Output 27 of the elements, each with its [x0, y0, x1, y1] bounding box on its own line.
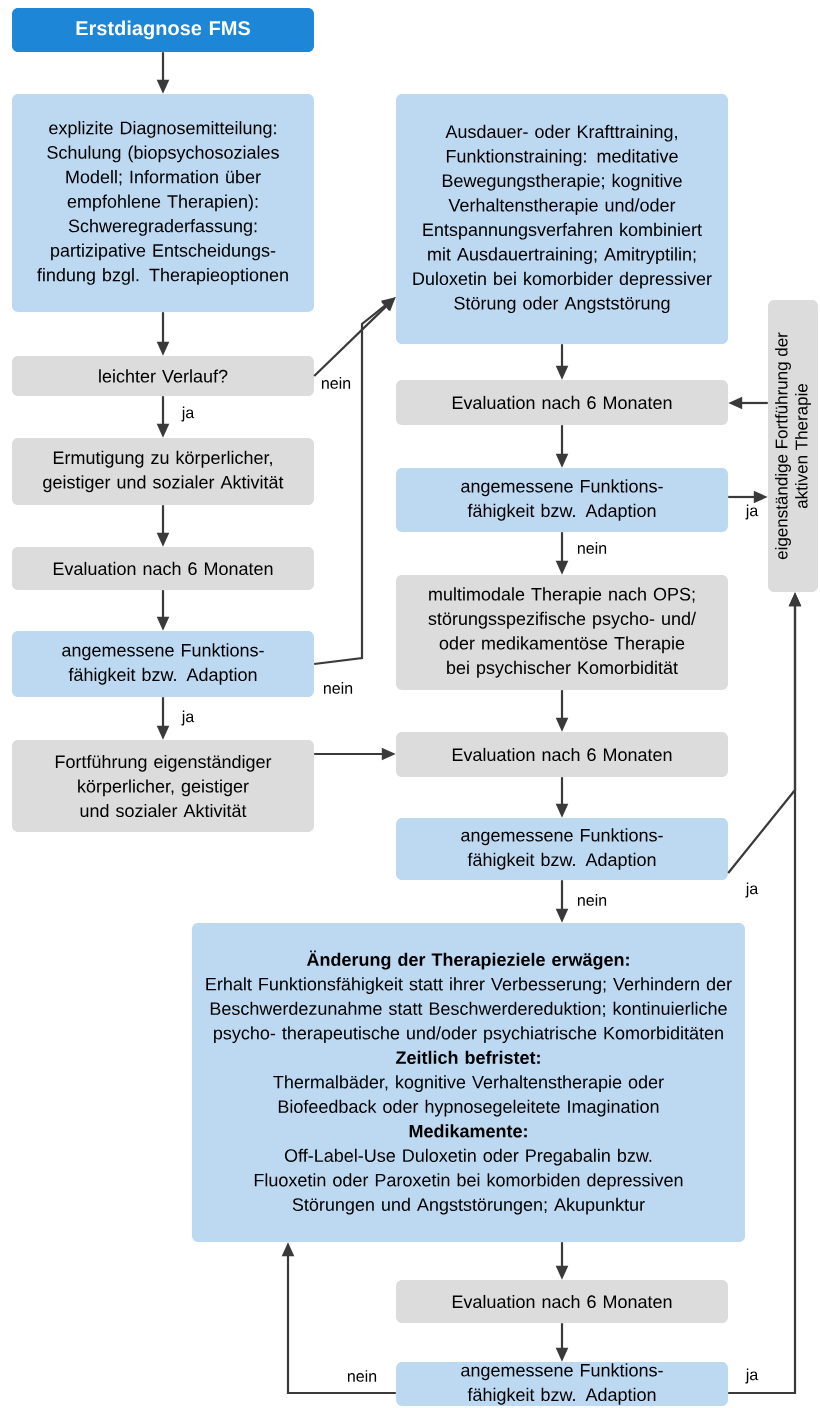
process-box: angemessene Funktions- fähigkeit bzw. Adaption — [396, 468, 728, 532]
edge-label: ja — [744, 503, 760, 521]
process-box: Evaluation nach 6 Monaten — [396, 732, 728, 777]
edge-label: ja — [744, 881, 760, 899]
edge-label: ja — [180, 709, 196, 727]
process-box: explizite Diagnosemitteilung: Schulung (biopsychosoziales Modell; Information über empfohlene Therapien): Schweregraderfassung: partizipative Entscheidungs- findung bzgl. Therapieoptionen — [12, 94, 314, 312]
process-box: Evaluation nach 6 Monaten — [396, 1280, 728, 1323]
side-box: eigenständige Fortführung der aktiven Therapie — [768, 300, 818, 592]
edge-label: nein — [321, 681, 355, 695]
edge-label: nein — [575, 893, 609, 907]
process-box: Evaluation nach 6 Monaten — [12, 547, 314, 590]
process-box: angemessene Funktions- fähigkeit bzw. Adaption — [396, 818, 728, 880]
process-box: Ausdauer- oder Krafttraining, Funktionstraining: meditative Bewegungstherapie; kognitive Verhaltenstherapie und/oder Entspannungsverfahren kombiniert mit Ausdauertraining; Amitryptilin; Duloxetin bei komorbider depressiver Störung oder Angststörung — [396, 94, 728, 344]
process-box: Fortführung eigenständiger körperlicher, geistiger und sozialer Aktivität — [12, 740, 314, 832]
process-box: Änderung der Therapieziele erwägen: Erhalt Funktionsfähigkeit statt ihrer Verbesserung; Verhindern der Beschwerdezunahme statt Beschwerdereduktion; kontinuierliche psycho- therapeutische und/oder psychiatrische Komorbiditäten Zeitlich befristet: Thermalbäder, kognitive Verhaltenstherapie oder Biofeedback oder hypnosegeleitete Imagination Medikamente: Off-Label-Use Duloxetin oder Pregabalin bzw. Fluoxetin oder Paroxetin bei komorbiden depressiven Störungen und Angststörungen; Akupunktur — [192, 923, 745, 1242]
edge-label: nein — [575, 541, 609, 555]
process-box: multimodale Therapie nach OPS; störungsspezifische psycho- und/ oder medikamentöse Therapie bei psychischer Komorbidität — [396, 575, 728, 690]
process-box: angemessene Funktions- fähigkeit bzw. Adaption — [12, 631, 314, 697]
edge-label: nein — [345, 1369, 379, 1383]
start-box: Erstdiagnose FMS — [12, 8, 314, 52]
process-box: Evaluation nach 6 Monaten — [396, 380, 728, 425]
process-box: angemessene Funktions- fähigkeit bzw. Adaption — [396, 1362, 728, 1406]
edge-label: ja — [744, 1367, 760, 1385]
process-box: Ermutigung zu körperlicher, geistiger und sozialer Aktivität — [12, 438, 314, 505]
process-box: leichter Verlauf? — [12, 356, 314, 396]
edge-label: ja — [180, 405, 196, 423]
edge-label: nein — [319, 376, 353, 390]
